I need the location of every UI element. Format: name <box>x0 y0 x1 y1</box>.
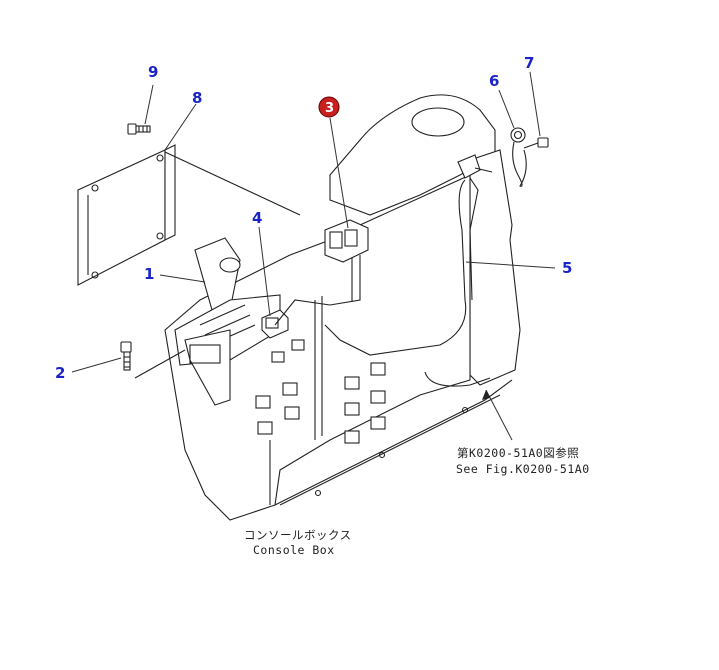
connector-cap <box>457 127 527 187</box>
bolt-2 <box>120 341 132 371</box>
ref-note-jp: 第K0200-51A0図参照 <box>457 446 579 460</box>
switch-3 <box>324 219 369 263</box>
shift-lever <box>174 237 281 406</box>
leader-lines <box>71 71 556 441</box>
callout-9: 9 <box>148 63 158 81</box>
ref-note-en: See Fig.K0200-51A0 <box>456 462 590 476</box>
callout-3-highlight <box>318 96 340 118</box>
callout-2: 2 <box>55 364 65 382</box>
box-label-jp: コンソールボックス <box>244 528 352 542</box>
bolt-7 <box>523 137 549 149</box>
callout-8: 8 <box>192 89 202 107</box>
bolt-9 <box>127 123 151 135</box>
relay-blocks <box>255 339 386 444</box>
notes: 第K0200-51A0図参照 See Fig.K0200-51A0 コンソールボ… <box>244 446 590 557</box>
callout-7: 7 <box>524 54 534 72</box>
callout-4: 4 <box>252 209 262 227</box>
callout-1: 1 <box>144 265 154 283</box>
callout-6: 6 <box>489 72 499 90</box>
console-box-body <box>164 94 521 521</box>
callout-5: 5 <box>562 259 572 277</box>
callout-3: 3 <box>325 101 334 116</box>
mounting-bracket <box>77 144 176 286</box>
box-label-en: Console Box <box>253 543 335 557</box>
callouts: 1 2 3 4 5 6 7 8 9 <box>55 54 572 382</box>
wiring-harness <box>274 177 491 387</box>
